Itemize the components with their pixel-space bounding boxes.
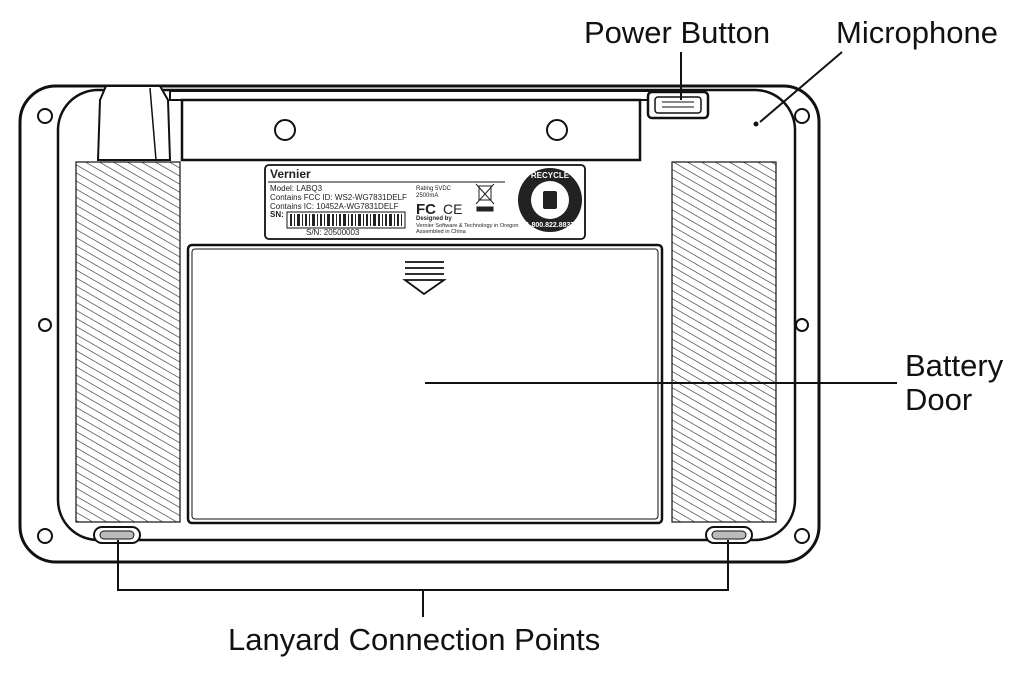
weee-bin-icon: [475, 183, 495, 212]
screw-hole-bottom-right: [794, 528, 810, 544]
barcode: [286, 211, 406, 229]
grip-right: [671, 161, 777, 523]
strap-top-left: [96, 85, 172, 161]
lanyard-callout: Lanyard Connection Points: [228, 622, 601, 657]
label-capacity: 2500mA: [416, 193, 438, 199]
kickstand-screw-left: [274, 119, 296, 141]
power-button[interactable]: [646, 90, 710, 120]
recycle-text: RECYCLE: [531, 171, 570, 180]
screw-hole-mid-right: [795, 318, 809, 332]
lanyard-slot-left[interactable]: [93, 526, 141, 544]
fcc-mark: FC: [416, 201, 436, 218]
label-designed-by: Designed by: [416, 216, 452, 222]
label-fcc: Contains FCC ID: WS2-WG7831DELF: [270, 193, 407, 202]
screw-hole-bottom-left: [37, 528, 53, 544]
label-model: Model: LABQ3: [270, 184, 323, 193]
battery-door-callout: Battery Door: [905, 349, 1003, 417]
ce-mark: CE: [443, 201, 462, 217]
label-company: Vernier Software & Technology in Oregon: [416, 223, 519, 229]
label-assembled: Assembled in China: [416, 229, 467, 235]
screw-hole-top-right: [794, 108, 810, 124]
power-button-callout: Power Button: [584, 15, 771, 50]
battery-door-callout-line1: Battery: [905, 348, 1004, 383]
screw-hole-mid-left: [38, 318, 52, 332]
screw-hole-top-left: [37, 108, 53, 124]
corner-screws: [37, 108, 810, 544]
kickstand-screw-right: [546, 119, 568, 141]
label-rating: Rating 5VDC: [416, 186, 452, 192]
battery-door-callout-line2: Door: [905, 382, 973, 417]
label-ic: Contains IC: 10452A-WG7831DELF: [270, 202, 399, 211]
label-brand: Vernier: [270, 167, 311, 181]
battery-icon: [543, 191, 557, 209]
battery-door-latch-icon: [402, 261, 447, 296]
product-label: Vernier Model: LABQ3 Contains FCC ID: WS…: [264, 164, 586, 240]
recycle-phone: 1.800.822.8837: [526, 222, 575, 229]
recycle-seal: RECYCLE 1.800.822.8837: [518, 168, 582, 232]
label-serial: S/N: 20500003: [306, 228, 360, 237]
microphone-callout: Microphone: [836, 15, 998, 50]
leader-microphone: [759, 51, 843, 123]
grip-left: [75, 161, 181, 523]
microphone-hole: [753, 121, 759, 127]
label-sn: SN:: [270, 210, 284, 219]
